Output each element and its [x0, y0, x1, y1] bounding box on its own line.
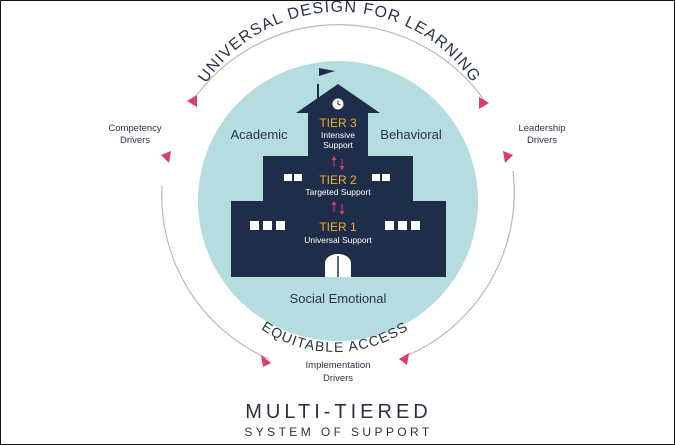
leadership-drivers-line2: Drivers: [527, 135, 557, 146]
tier2-tier1-arrows-icon: [331, 201, 345, 215]
arrow-bottom-left-icon: [261, 355, 271, 367]
outer-ring-top: [190, 24, 487, 104]
arrow-right-icon: [503, 151, 513, 163]
tier3-tier2-arrows-icon: [331, 156, 345, 170]
windows: [250, 174, 420, 230]
diagram-title: MULTI-TIERED: [245, 401, 432, 423]
tier1-label: TIER 1: [319, 220, 357, 234]
leadership-drivers-line1: Leadership: [518, 123, 565, 134]
tier2-label: TIER 2: [319, 173, 357, 187]
diagram-subtitle: SYSTEM OF SUPPORT: [244, 425, 433, 439]
arrow-bottom-right-icon: [399, 353, 409, 365]
building-tower: [308, 111, 368, 156]
arrow-top-left-icon: [187, 95, 197, 107]
domain-academic: Academic: [230, 127, 288, 142]
tier1-desc: Universal Support: [304, 235, 372, 245]
implementation-drivers-line1: Implementation: [306, 360, 371, 371]
tier2-desc: Targeted Support: [305, 187, 371, 197]
flag-icon: [319, 68, 335, 76]
outer-ring-right: [405, 170, 515, 357]
domain-behavioral: Behavioral: [380, 127, 442, 142]
arrow-left-icon: [161, 151, 171, 163]
domain-social-emotional: Social Emotional: [290, 291, 387, 306]
arrow-top-right-icon: [479, 97, 489, 109]
outer-ring-left: [161, 185, 270, 360]
implementation-drivers-line2: Drivers: [323, 373, 353, 384]
competency-drivers-line1: Competency: [108, 123, 162, 134]
tier3-label: TIER 3: [319, 116, 357, 130]
tier3-desc-line1: Intensive: [321, 130, 355, 140]
tier3-desc-line2: Support: [323, 140, 353, 150]
flagpole: [317, 84, 319, 104]
competency-drivers-line2: Drivers: [120, 135, 150, 146]
